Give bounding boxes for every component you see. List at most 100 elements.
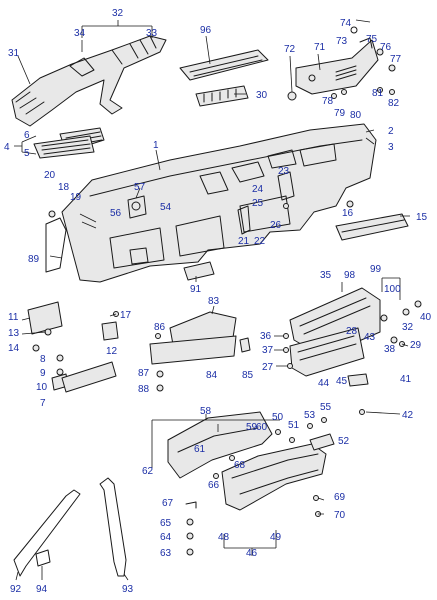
callout-9: 9 <box>40 368 46 379</box>
callout-84: 84 <box>206 370 218 381</box>
callout-11: 11 <box>8 312 19 323</box>
defroster-duct-assembly <box>11 35 167 127</box>
callout-29: 29 <box>410 340 422 351</box>
callout-30: 30 <box>256 90 268 101</box>
cluster-hood <box>167 411 273 479</box>
callout-18: 18 <box>58 182 70 193</box>
callout-69: 69 <box>334 492 346 503</box>
callout-59: 59 <box>246 422 258 433</box>
clip-72 <box>287 91 297 101</box>
callout-89: 89 <box>28 254 40 265</box>
callout-8: 8 <box>40 354 46 365</box>
callout-93: 93 <box>122 584 134 595</box>
callout-92: 92 <box>10 584 22 595</box>
callout-68: 68 <box>234 460 246 471</box>
assist-grip-left <box>13 489 81 577</box>
callout-49: 49 <box>270 532 282 543</box>
callout-66: 66 <box>208 480 220 491</box>
clip-16 <box>346 200 354 208</box>
bracket-91 <box>183 261 215 281</box>
callout-21: 21 <box>238 236 250 247</box>
callout-80: 80 <box>350 110 362 121</box>
leader-lines <box>14 19 410 581</box>
callout-58: 58 <box>200 406 212 417</box>
callout-37: 37 <box>262 345 274 356</box>
callout-87: 87 <box>138 368 150 379</box>
callout-22: 22 <box>254 236 266 247</box>
center-vent-upper <box>179 49 269 81</box>
callout-71: 71 <box>314 42 326 53</box>
callout-63: 63 <box>160 548 172 559</box>
callout-25: 25 <box>252 198 264 209</box>
callout-77: 77 <box>390 54 402 65</box>
callout-1: 1 <box>153 140 159 151</box>
callout-45: 45 <box>336 376 348 387</box>
callout-26: 26 <box>270 220 282 231</box>
callout-28: 28 <box>346 326 358 337</box>
callout-85: 85 <box>242 370 254 381</box>
callout-23: 23 <box>278 166 290 177</box>
callout-55: 55 <box>320 402 332 413</box>
callout-86: 86 <box>154 322 166 333</box>
callout-19: 19 <box>70 192 82 203</box>
callout-12: 12 <box>106 346 118 357</box>
callout-94: 94 <box>36 584 48 595</box>
callout-61: 61 <box>194 444 206 455</box>
center-vent-lower <box>195 85 249 107</box>
callout-32: 32 <box>112 8 124 19</box>
callout-48: 48 <box>218 532 230 543</box>
callout-44: 44 <box>318 378 330 389</box>
switch-housing <box>127 195 147 219</box>
bracket-21-22 <box>237 205 251 235</box>
callout-100: 100 <box>384 284 401 295</box>
callout-42: 42 <box>402 410 414 421</box>
callout-53: 53 <box>304 410 316 421</box>
callout-51: 51 <box>288 420 300 431</box>
callout-78: 78 <box>322 96 334 107</box>
callout-76: 76 <box>380 42 392 53</box>
callout-20: 20 <box>44 170 56 181</box>
callout-4: 4 <box>4 142 10 153</box>
callout-17: 17 <box>120 310 132 321</box>
lower-center-panel <box>149 311 251 392</box>
callout-24: 24 <box>252 184 264 195</box>
callout-67: 67 <box>162 498 174 509</box>
fastener-set <box>185 495 321 556</box>
side-bracket-assembly <box>295 26 396 99</box>
callout-83: 83 <box>208 296 220 307</box>
assist-grip-right <box>99 477 127 577</box>
callout-5: 5 <box>24 148 30 159</box>
callout-54: 54 <box>160 202 172 213</box>
callout-96: 96 <box>200 25 212 36</box>
cluster-bezel <box>221 443 327 511</box>
callout-57: 57 <box>134 182 146 193</box>
callout-15: 15 <box>416 212 428 223</box>
callout-64: 64 <box>160 532 172 543</box>
glove-box-assembly <box>283 287 422 415</box>
main-dashboard-panel <box>61 123 377 283</box>
callout-38: 38 <box>384 344 396 355</box>
callout-2: 2 <box>388 126 394 137</box>
callout-65: 65 <box>160 518 172 529</box>
callout-46: 46 <box>246 548 258 559</box>
callout-98: 98 <box>344 270 356 281</box>
callout-41: 41 <box>400 374 412 385</box>
callout-82: 82 <box>388 98 400 109</box>
callout-99: 99 <box>370 264 382 275</box>
callout-14: 14 <box>8 343 20 354</box>
callout-6: 6 <box>24 130 30 141</box>
small-switches <box>275 417 335 451</box>
callout-40: 40 <box>420 312 432 323</box>
callout-79: 79 <box>334 108 346 119</box>
left-trim-pieces <box>27 301 119 352</box>
callout-74: 74 <box>340 18 352 29</box>
callout-81: 81 <box>372 88 384 99</box>
callout-33: 33 <box>146 28 158 39</box>
left-side-bracket <box>45 210 67 273</box>
callout-7: 7 <box>40 398 46 409</box>
callout-62: 62 <box>142 466 154 477</box>
callout-3: 3 <box>388 142 394 153</box>
callout-31: 31 <box>8 48 20 59</box>
callout-43: 43 <box>364 332 376 343</box>
